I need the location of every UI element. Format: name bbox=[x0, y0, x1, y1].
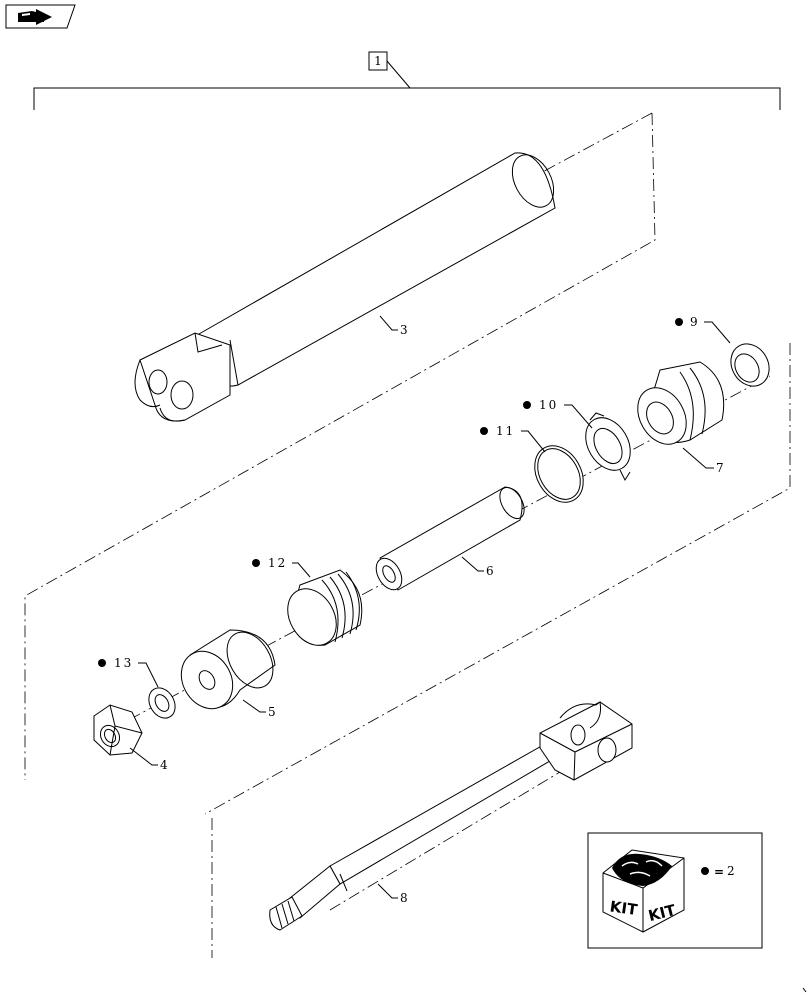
corner-mark bbox=[802, 987, 807, 993]
svg-text:9: 9 bbox=[690, 315, 698, 329]
label-10: 10 bbox=[523, 398, 593, 429]
svg-text:6: 6 bbox=[486, 564, 494, 578]
kit-box-icon: KIT KIT bbox=[602, 849, 685, 933]
svg-text:4: 4 bbox=[160, 758, 168, 772]
part-10-wiper bbox=[585, 412, 631, 482]
part-5-bushing bbox=[180, 629, 276, 710]
label-11: 11 bbox=[480, 424, 546, 453]
part-3-barrel bbox=[134, 152, 556, 422]
assembly-label: 1 bbox=[374, 54, 382, 68]
svg-text:7: 7 bbox=[716, 461, 724, 475]
label-5: 5 bbox=[242, 699, 276, 719]
nav-button[interactable] bbox=[5, 4, 76, 29]
part-4-nut bbox=[93, 704, 143, 756]
svg-text:13: 13 bbox=[114, 656, 133, 670]
svg-text:12: 12 bbox=[268, 556, 287, 570]
part-8-rod bbox=[269, 701, 633, 931]
label-3: 3 bbox=[379, 315, 408, 337]
kit-part-number: 2 bbox=[727, 864, 735, 878]
part-7-gland bbox=[637, 361, 725, 445]
part-11-oring bbox=[534, 445, 584, 503]
book-arrow-icon bbox=[18, 9, 52, 25]
label-6: 6 bbox=[461, 556, 494, 578]
label-4: 4 bbox=[129, 747, 168, 772]
part-13-washer bbox=[148, 687, 176, 719]
label-13: 13 bbox=[98, 656, 159, 688]
part-6-spacer bbox=[375, 486, 525, 591]
svg-text:10: 10 bbox=[539, 398, 558, 412]
part-12-piston bbox=[287, 569, 363, 646]
kit-text-left: KIT bbox=[609, 897, 639, 919]
label-9: 9 bbox=[675, 315, 731, 344]
svg-text:5: 5 bbox=[268, 705, 276, 719]
label-8: 8 bbox=[377, 883, 408, 905]
label-7: 7 bbox=[682, 447, 724, 475]
svg-text:11: 11 bbox=[496, 424, 515, 438]
part-9-ring bbox=[730, 343, 770, 387]
group-outline-top bbox=[24, 112, 656, 780]
kit-legend: KIT KIT = 2 bbox=[587, 832, 763, 949]
svg-text:3: 3 bbox=[400, 323, 408, 337]
kit-equals: = bbox=[714, 865, 724, 879]
group-outline-mid bbox=[204, 343, 791, 958]
svg-text:8: 8 bbox=[400, 891, 408, 905]
assembly-callout: 1 bbox=[33, 51, 781, 110]
label-12: 12 bbox=[252, 556, 311, 578]
